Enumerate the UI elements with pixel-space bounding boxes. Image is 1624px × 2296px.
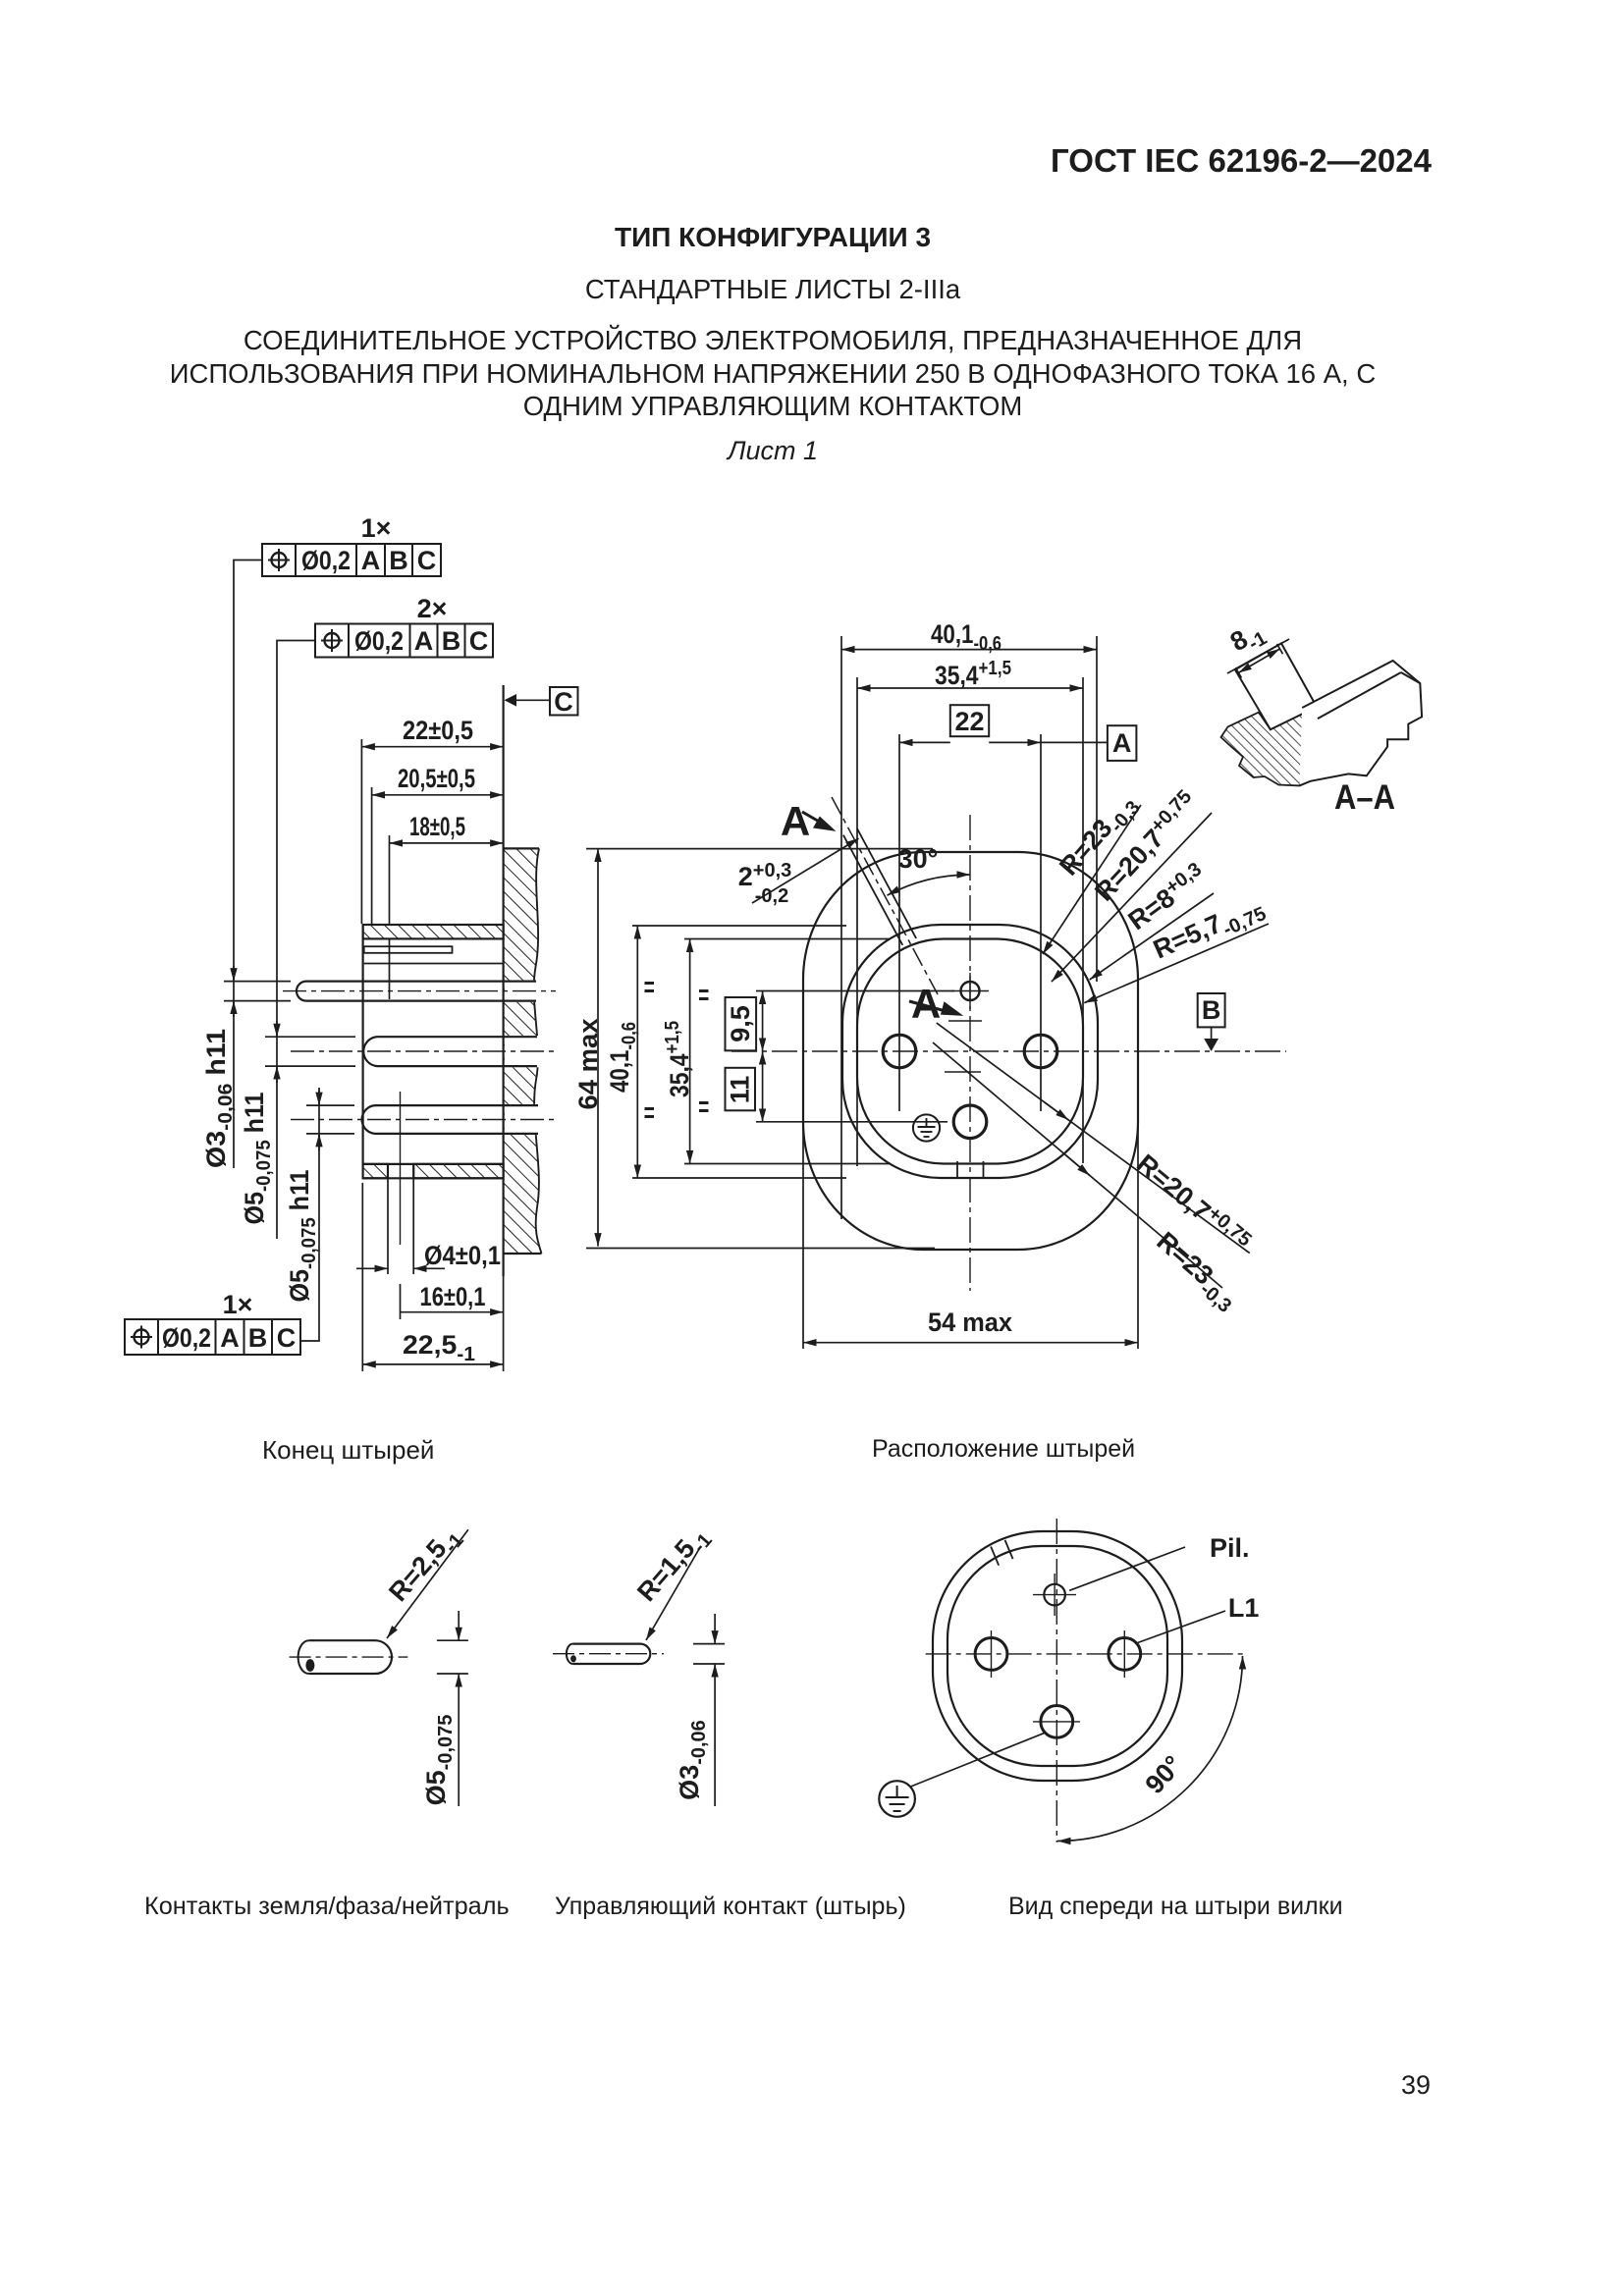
svg-text:R=2,5-1: R=2,5-1 xyxy=(383,1521,468,1611)
svg-text:16±0,1: 16±0,1 xyxy=(420,1282,486,1311)
svg-text:L1: L1 xyxy=(1228,1593,1260,1623)
svg-text:C: C xyxy=(277,1323,297,1353)
svg-text:Ø4±0,1: Ø4±0,1 xyxy=(424,1241,501,1270)
svg-text:2×: 2× xyxy=(417,594,448,623)
svg-text:A: A xyxy=(220,1323,240,1353)
svg-text:Ø5-0,075 h11: Ø5-0,075 h11 xyxy=(285,1170,320,1303)
svg-text:A: A xyxy=(414,626,434,656)
svg-text:А: А xyxy=(911,981,941,1027)
svg-text:Ø0,2: Ø0,2 xyxy=(162,1323,211,1353)
svg-text:C: C xyxy=(469,626,489,656)
svg-text:B: B xyxy=(1202,995,1221,1025)
svg-text:Ø0,2: Ø0,2 xyxy=(354,626,404,656)
svg-text:11: 11 xyxy=(726,1076,755,1104)
svg-text:Ø0,2: Ø0,2 xyxy=(301,546,351,575)
svg-text:1×: 1× xyxy=(223,1290,253,1319)
svg-text:А: А xyxy=(781,798,810,844)
svg-text:20,5±0,5: 20,5±0,5 xyxy=(398,764,475,793)
svg-text:1×: 1× xyxy=(361,513,392,543)
svg-text:40,1-0,6: 40,1-0,6 xyxy=(605,1022,640,1093)
svg-text:90°: 90° xyxy=(1139,1750,1188,1799)
svg-text:18±0,5: 18±0,5 xyxy=(409,812,465,841)
svg-text:A: A xyxy=(1112,728,1132,758)
svg-text:22±0,5: 22±0,5 xyxy=(403,716,473,745)
svg-text:30°: 30° xyxy=(898,844,939,874)
svg-text:Ø5-0,075 h11: Ø5-0,075 h11 xyxy=(240,1093,275,1225)
svg-text:A: A xyxy=(361,546,381,575)
svg-text:22,5-1: 22,5-1 xyxy=(403,1330,475,1365)
svg-text:C: C xyxy=(417,546,437,575)
svg-text:B: B xyxy=(389,546,408,575)
svg-text:R=20,7+0,75: R=20,7+0,75 xyxy=(1131,1148,1256,1258)
svg-text:54 max: 54 max xyxy=(928,1308,1012,1337)
svg-text:B: B xyxy=(442,626,461,656)
svg-text:А–А: А–А xyxy=(1334,778,1395,817)
svg-text:64 max: 64 max xyxy=(573,1019,603,1110)
svg-text:35,4+1,5: 35,4+1,5 xyxy=(935,658,1011,690)
svg-text:Pil.: Pil. xyxy=(1210,1533,1250,1563)
svg-text:C: C xyxy=(554,687,573,717)
svg-text:9,5: 9,5 xyxy=(726,1005,755,1042)
svg-text:-0,2: -0,2 xyxy=(755,885,788,907)
svg-text:22: 22 xyxy=(954,707,984,736)
svg-text:Ø3-0,06 h11: Ø3-0,06 h11 xyxy=(201,1029,237,1168)
svg-text:B: B xyxy=(248,1323,268,1353)
svg-text:R=1,5-1: R=1,5-1 xyxy=(631,1521,717,1611)
svg-text:Ø3-0,06: Ø3-0,06 xyxy=(675,1720,710,1800)
svg-text:Ø5-0,075: Ø5-0,075 xyxy=(421,1715,457,1806)
